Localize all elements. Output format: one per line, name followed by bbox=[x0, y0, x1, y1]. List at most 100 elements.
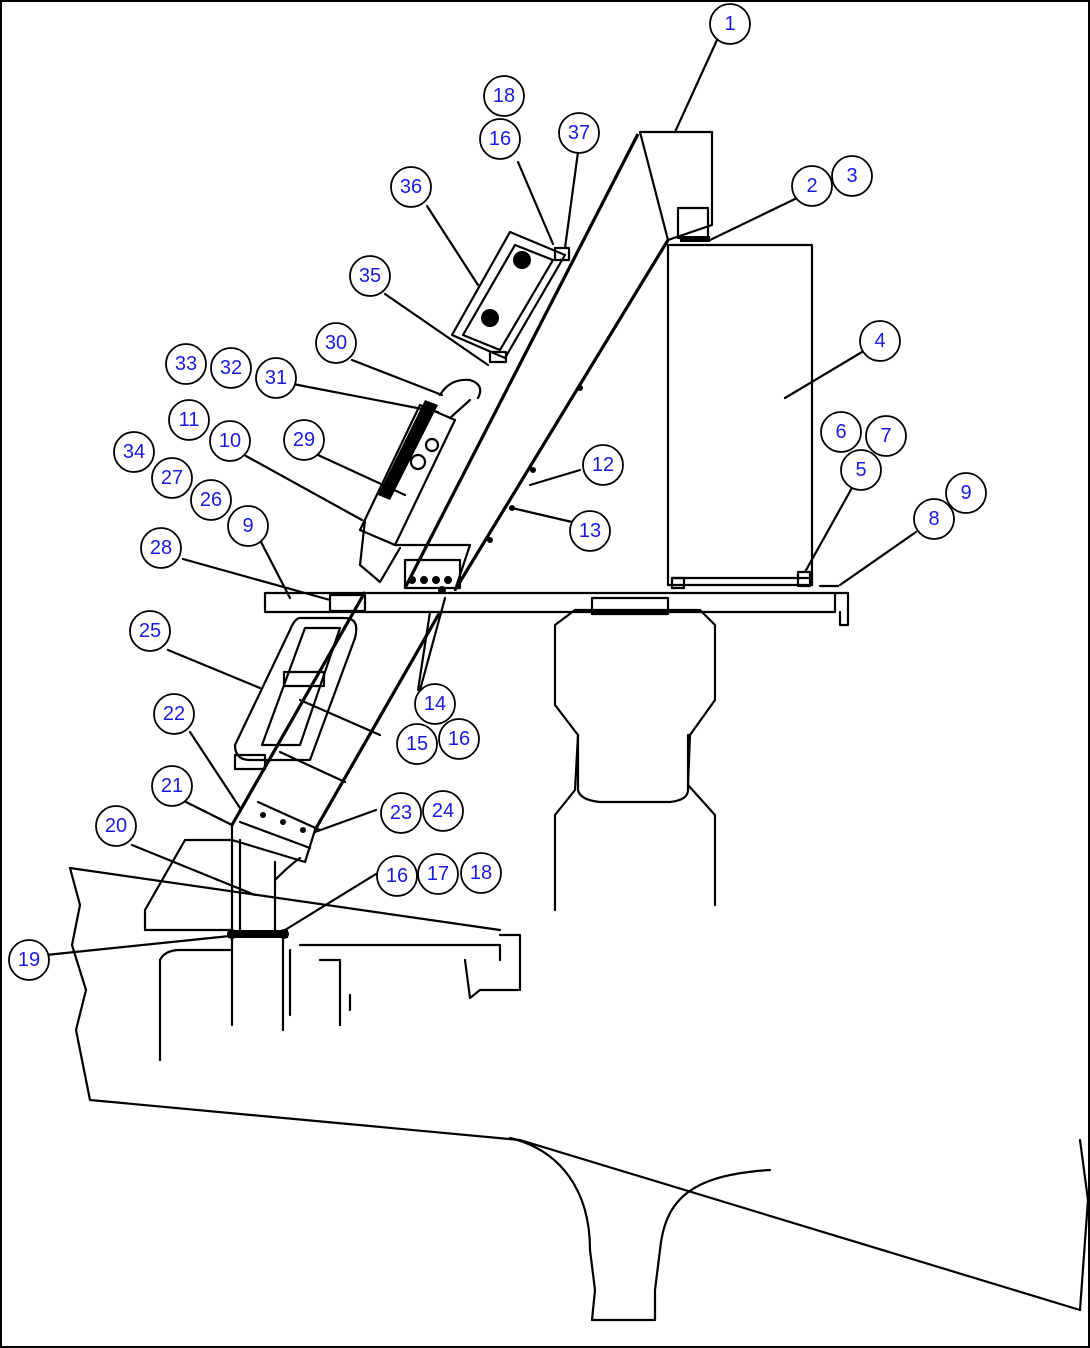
control-box bbox=[358, 378, 482, 592]
diagonal-duct bbox=[227, 133, 670, 1032]
callout-circle bbox=[209, 420, 251, 462]
callout-circle bbox=[569, 510, 611, 552]
callout-circle bbox=[151, 765, 193, 807]
callout-36: 36 bbox=[390, 166, 432, 208]
callout-circle bbox=[414, 683, 456, 725]
callout-circle bbox=[315, 322, 357, 364]
callout-label: 16 bbox=[489, 128, 511, 150]
callout-circle bbox=[709, 3, 751, 45]
callout-label: 30 bbox=[325, 332, 347, 354]
callout-circle bbox=[255, 357, 297, 399]
callout-10: 10 bbox=[209, 420, 251, 462]
callout-circle bbox=[438, 718, 480, 760]
callout-13: 13 bbox=[569, 510, 611, 552]
callout-14: 14 bbox=[414, 683, 456, 725]
callout-22: 22 bbox=[153, 693, 195, 735]
callout-circle bbox=[582, 444, 624, 486]
callout-circle bbox=[95, 805, 137, 847]
callout-label: 23 bbox=[390, 802, 412, 824]
callout-label: 11 bbox=[179, 409, 200, 431]
callout-label: 8 bbox=[928, 508, 939, 530]
callout-label: 34 bbox=[123, 441, 145, 463]
callout-circle bbox=[422, 790, 464, 832]
callout-circle bbox=[283, 419, 325, 461]
callout-circle bbox=[865, 415, 907, 457]
callout-circle bbox=[190, 479, 232, 521]
callout-31: 31 bbox=[255, 357, 297, 399]
lower-bracket bbox=[143, 616, 358, 932]
callout-label: 17 bbox=[427, 863, 449, 885]
callout-2: 2 bbox=[791, 165, 833, 207]
callout-label: 21 bbox=[161, 775, 183, 797]
callout-18: 18 bbox=[483, 75, 525, 117]
callout-23: 23 bbox=[380, 792, 422, 834]
callout-label: 4 bbox=[874, 330, 885, 352]
callout-circle bbox=[396, 723, 438, 765]
callout-7: 7 bbox=[865, 415, 907, 457]
callout-circle bbox=[460, 852, 502, 894]
callout-label: 28 bbox=[150, 537, 172, 559]
callout-label: 22 bbox=[163, 703, 185, 725]
callout-circle bbox=[479, 118, 521, 160]
callout-9: 9 bbox=[227, 505, 269, 547]
callout-label: 14 bbox=[424, 693, 446, 715]
callout-circle bbox=[945, 472, 987, 514]
support-column bbox=[553, 596, 717, 912]
callout-circle bbox=[820, 411, 862, 453]
callout-5: 5 bbox=[840, 449, 882, 491]
callout-circle bbox=[483, 75, 525, 117]
callout-circle bbox=[376, 855, 418, 897]
upper-cooler-box bbox=[450, 230, 571, 364]
deck-platform bbox=[263, 591, 850, 627]
callout-circle bbox=[558, 112, 600, 154]
callout-8: 8 bbox=[913, 498, 955, 540]
callout-1: 1 bbox=[709, 3, 751, 45]
callout-9: 9 bbox=[945, 472, 987, 514]
callout-circle bbox=[165, 343, 207, 385]
truck-frame bbox=[68, 866, 1090, 1322]
callout-35: 35 bbox=[349, 255, 391, 297]
callout-label: 35 bbox=[359, 265, 381, 287]
callout-label: 27 bbox=[161, 467, 183, 489]
callout-label: 18 bbox=[493, 85, 515, 107]
callout-17: 17 bbox=[417, 853, 459, 895]
leader-lines bbox=[44, 38, 918, 957]
callout-6: 6 bbox=[820, 411, 862, 453]
callout-12: 12 bbox=[582, 444, 624, 486]
callout-circle bbox=[151, 457, 193, 499]
callout-4: 4 bbox=[859, 320, 901, 362]
callout-circle bbox=[859, 320, 901, 362]
callout-label: 25 bbox=[139, 620, 161, 642]
callout-label: 19 bbox=[18, 949, 40, 971]
callout-circle bbox=[129, 610, 171, 652]
callout-label: 32 bbox=[220, 357, 242, 379]
callout-label: 18 bbox=[470, 862, 492, 884]
callout-33: 33 bbox=[165, 343, 207, 385]
callout-circle bbox=[417, 853, 459, 895]
callout-circle bbox=[210, 347, 252, 389]
callout-label: 31 bbox=[265, 367, 287, 389]
callout-circle bbox=[831, 155, 873, 197]
line-art bbox=[68, 130, 1090, 1322]
callout-28: 28 bbox=[140, 527, 182, 569]
callout-label: 1 bbox=[724, 13, 735, 35]
callout-circle bbox=[791, 165, 833, 207]
callout-circle bbox=[153, 693, 195, 735]
cap-assembly bbox=[638, 130, 714, 242]
callout-circle bbox=[913, 498, 955, 540]
callout-11: 11 bbox=[168, 399, 210, 441]
callout-29: 29 bbox=[283, 419, 325, 461]
callout-circle bbox=[227, 505, 269, 547]
hydraulic-tank bbox=[666, 206, 840, 590]
callout-16: 16 bbox=[479, 118, 521, 160]
callout-3: 3 bbox=[831, 155, 873, 197]
callout-label: 9 bbox=[960, 482, 971, 504]
callout-34: 34 bbox=[113, 431, 155, 473]
callout-label: 37 bbox=[568, 122, 590, 144]
callout-30: 30 bbox=[315, 322, 357, 364]
callout-label: 26 bbox=[200, 489, 222, 511]
callout-circle bbox=[8, 939, 50, 981]
